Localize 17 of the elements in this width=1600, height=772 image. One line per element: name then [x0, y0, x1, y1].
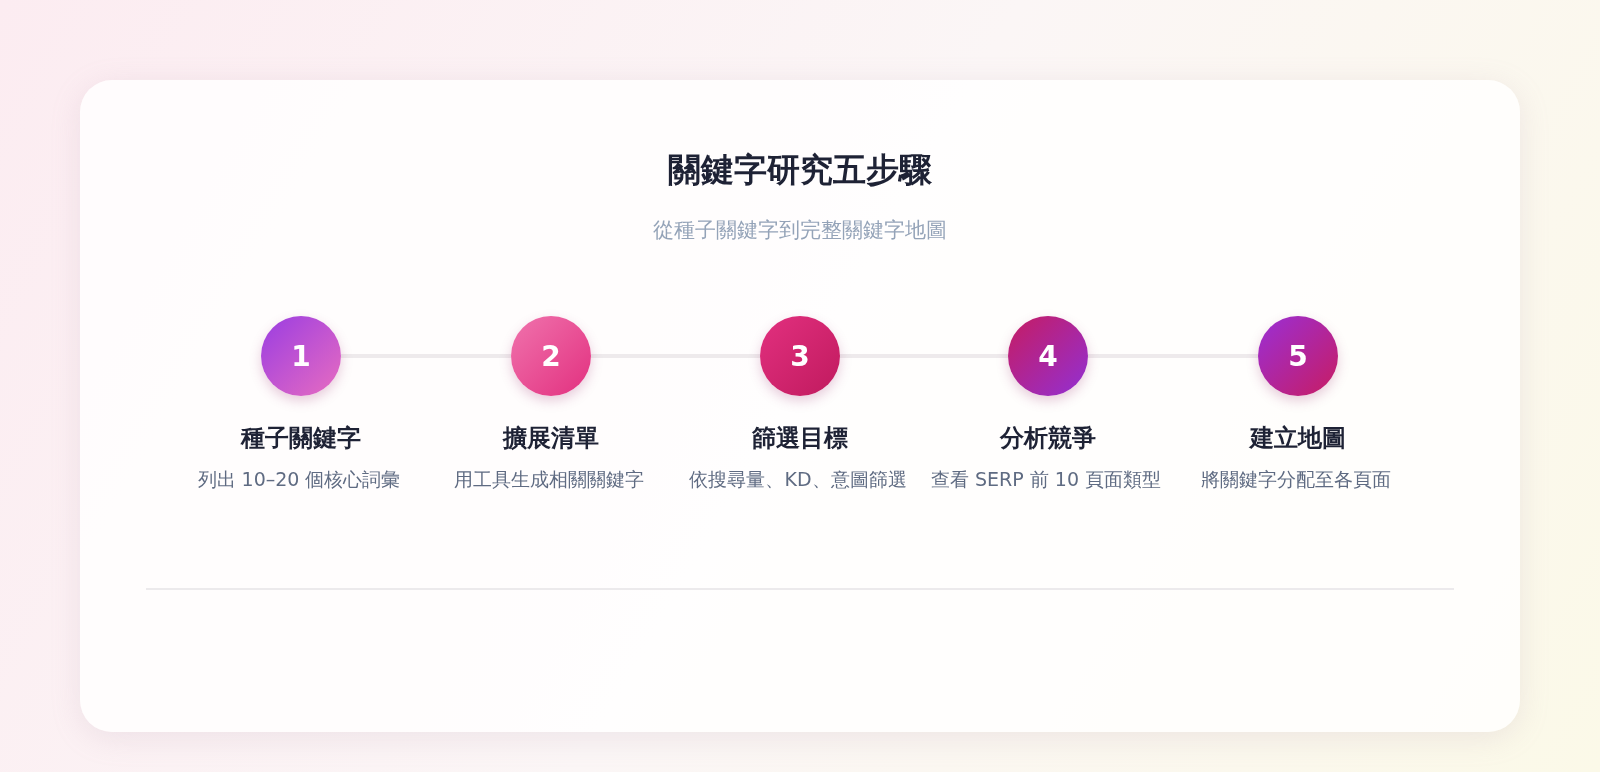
step-description: 依搜尋量、KD、意圖篩選 [688, 467, 908, 492]
step-title: 分析競爭 [998, 423, 1097, 454]
step-description: 列出 10–20 個核心詞彙 [196, 467, 402, 492]
step-title: 篩選目標 [751, 423, 849, 454]
title: 關鍵字研究五步驟 [667, 149, 933, 191]
step-circle: 4 [1008, 316, 1088, 396]
step-title: 建立地圖 [1248, 423, 1347, 454]
step-title: 擴展清單 [501, 423, 600, 454]
step-circle: 2 [511, 316, 591, 396]
step-description: 將關鍵字分配至各頁面 [1200, 467, 1392, 492]
step-circle: 3 [760, 316, 840, 396]
step-title: 種子關鍵字 [239, 423, 362, 454]
subtitle: 從種子關鍵字到完整關鍵字地圖 [652, 217, 948, 244]
step-circle: 5 [1258, 316, 1338, 396]
step-description: 用工具生成相關關鍵字 [453, 467, 645, 492]
step-description: 查看 SERP 前 10 頁面類型 [929, 467, 1163, 492]
step-circle: 1 [261, 316, 341, 396]
